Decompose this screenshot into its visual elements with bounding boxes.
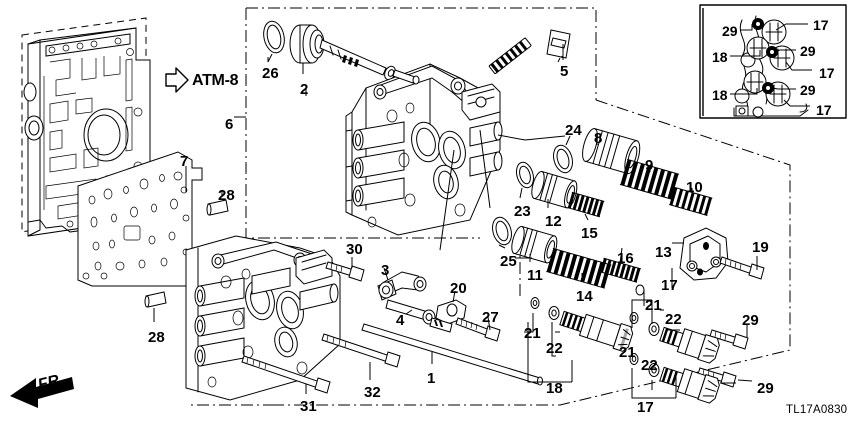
inset-detail-box	[699, 4, 847, 119]
callout-number: 3	[381, 262, 390, 279]
leader-15	[584, 213, 589, 221]
washer-22-b	[648, 322, 660, 336]
callout-number: 6	[225, 116, 234, 133]
callout-number: 29	[742, 312, 759, 329]
callout-number: 17	[813, 17, 829, 33]
callout-number: 16	[617, 250, 634, 267]
callout-number: 17	[637, 399, 654, 416]
washer-21-c	[629, 353, 639, 365]
bolt-30	[325, 257, 365, 282]
small-pins-upper	[392, 69, 420, 85]
callout-number: 9	[645, 157, 654, 174]
washer-22-c	[648, 363, 660, 377]
drawing-code: TL17A0830	[786, 404, 848, 416]
callout-number: 25	[500, 253, 517, 270]
callout-number: 19	[752, 239, 769, 256]
solenoid-18	[559, 310, 634, 352]
callout-number: 18	[546, 380, 563, 397]
solenoid-17-b	[659, 366, 720, 404]
oring-24	[553, 135, 573, 174]
servo-body-13	[672, 227, 729, 281]
inset-solenoid-group	[743, 18, 795, 107]
shaft-1	[361, 323, 543, 386]
sensor-shaft-2	[289, 24, 396, 81]
oring-26	[263, 20, 285, 63]
callout-number: 1	[427, 370, 436, 387]
callout-number: 2	[300, 81, 309, 98]
callout-number: 22	[546, 340, 563, 357]
dowel-pin-28-upper	[206, 190, 229, 216]
callout-number: 21	[619, 344, 636, 361]
callout-number: 18	[712, 87, 728, 103]
spring-15	[567, 191, 605, 218]
piston-8	[582, 128, 641, 175]
callout-number: 23	[514, 203, 531, 220]
callout-number: 29	[722, 23, 738, 39]
callout-number: 27	[482, 309, 499, 326]
atm-arrow-icon	[165, 67, 189, 93]
callout-number: 24	[565, 122, 582, 139]
callout-number: 26	[262, 65, 279, 82]
pin-4	[385, 299, 436, 325]
frame-top-center	[246, 7, 597, 100]
callout-number: 17	[816, 102, 832, 118]
spring-16	[599, 257, 641, 283]
lever-3	[377, 267, 427, 301]
bolt-27	[455, 316, 501, 342]
callout-number: 15	[581, 225, 598, 242]
oring-23	[516, 161, 534, 199]
callout-number: 8	[594, 130, 603, 147]
callout-number: 29	[800, 43, 816, 59]
separator-plate-7	[77, 151, 203, 287]
callout-number: 13	[655, 244, 672, 261]
callout-number: 5	[560, 63, 569, 80]
detent-spring-and-clip-5	[488, 29, 571, 75]
lower-valve-body	[185, 235, 341, 401]
callout-number: 14	[576, 288, 593, 305]
callout-number: 28	[218, 187, 235, 204]
spring-10	[669, 186, 713, 216]
callout-number: 22	[641, 357, 658, 374]
callout-number: 18	[712, 49, 728, 65]
washer-22-a	[548, 306, 560, 320]
section-label: ATM-8	[192, 72, 239, 89]
callout-number: 21	[645, 297, 662, 314]
washer-21-a	[530, 297, 540, 309]
spring-9	[619, 159, 680, 200]
leader-lines-misc	[185, 86, 736, 384]
washer-21-b	[629, 312, 639, 324]
callout-number: 21	[524, 325, 541, 342]
callout-number: 29	[757, 380, 774, 397]
callout-number: 17	[661, 277, 678, 294]
solenoid-17-a	[659, 326, 720, 364]
piston-12	[531, 170, 578, 209]
callout-number: 10	[686, 179, 703, 196]
frame-right-lower	[275, 99, 791, 406]
bolt-19	[719, 256, 765, 280]
callout-number: 17	[819, 65, 835, 81]
bolt-32	[321, 333, 401, 380]
leader-16	[619, 247, 623, 264]
callout-number: 31	[300, 398, 317, 415]
main-valve-body	[345, 63, 503, 236]
fr-direction-arrow	[10, 377, 74, 408]
callout-number: 30	[346, 241, 363, 258]
callout-number: 12	[545, 213, 562, 230]
washer-21-d	[635, 284, 645, 296]
callout-number: 11	[527, 267, 543, 284]
callout-number: 32	[364, 384, 381, 401]
oring-25	[492, 216, 512, 249]
callout-number: 20	[450, 280, 467, 297]
bolt-29-right-upper	[709, 325, 749, 350]
callout-number: 29	[800, 82, 816, 98]
dowel-pin-28-lower	[144, 291, 167, 322]
callout-number: 4	[396, 312, 405, 329]
bolt-31	[241, 355, 331, 394]
callout-number: 7	[180, 153, 189, 170]
callout-number: 22	[665, 311, 682, 328]
callout-number: 28	[148, 329, 165, 346]
